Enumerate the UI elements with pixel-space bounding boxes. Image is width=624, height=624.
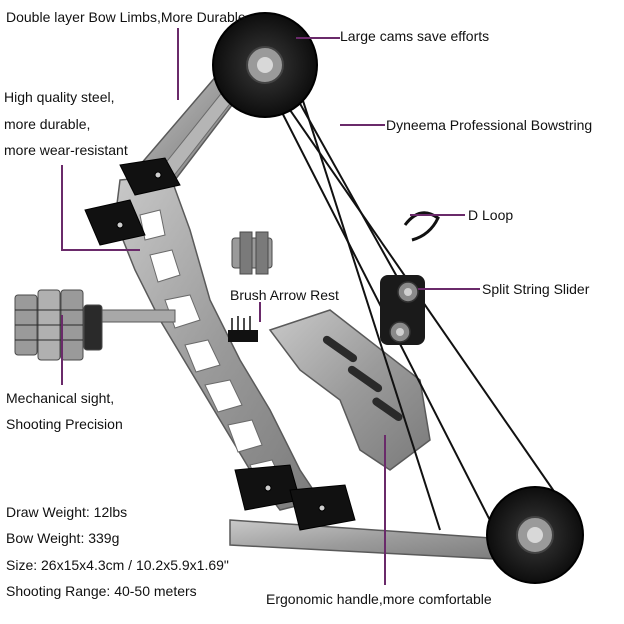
split-string-slider <box>380 275 425 345</box>
brush-arrow-rest <box>228 316 258 342</box>
spec-range: Shooting Range: 40-50 meters <box>6 583 197 599</box>
mechanical-sight <box>14 289 103 361</box>
callout-lines <box>61 28 480 585</box>
lower-cam <box>486 486 584 584</box>
d-loop <box>403 211 440 242</box>
label-dloop: D Loop <box>468 207 514 223</box>
label-limbs: Double layer Bow Limbs,More Durable <box>6 9 246 25</box>
label-arrow-rest: Brush Arrow Rest <box>230 287 339 303</box>
label-steel-3: more wear-resistant <box>4 142 128 158</box>
label-cams: Large cams save efforts <box>340 28 490 44</box>
handle-slots <box>322 335 403 422</box>
handle <box>268 309 431 471</box>
spec-bow-weight: Bow Weight: 339g <box>6 530 120 546</box>
lower-limb <box>229 519 521 561</box>
label-steel-1: High quality steel, <box>4 89 115 105</box>
label-bowstring: Dyneema Professional Bowstring <box>386 117 593 133</box>
label-steel-2: more durable, <box>4 116 91 132</box>
upper-cam <box>212 12 318 118</box>
label-slider: Split String Slider <box>482 281 590 297</box>
label-sight-2: Shooting Precision <box>6 416 123 432</box>
spec-draw-weight: Draw Weight: 12lbs <box>6 504 128 520</box>
spec-size: Size: 26x15x4.3cm / 10.2x5.9x1.69" <box>6 557 229 573</box>
upper-limb-pocket <box>84 157 181 246</box>
label-sight-1: Mechanical sight, <box>6 390 115 406</box>
label-handle: Ergonomic handle,more comfortable <box>266 591 492 607</box>
lower-limb-pocket <box>234 464 356 531</box>
